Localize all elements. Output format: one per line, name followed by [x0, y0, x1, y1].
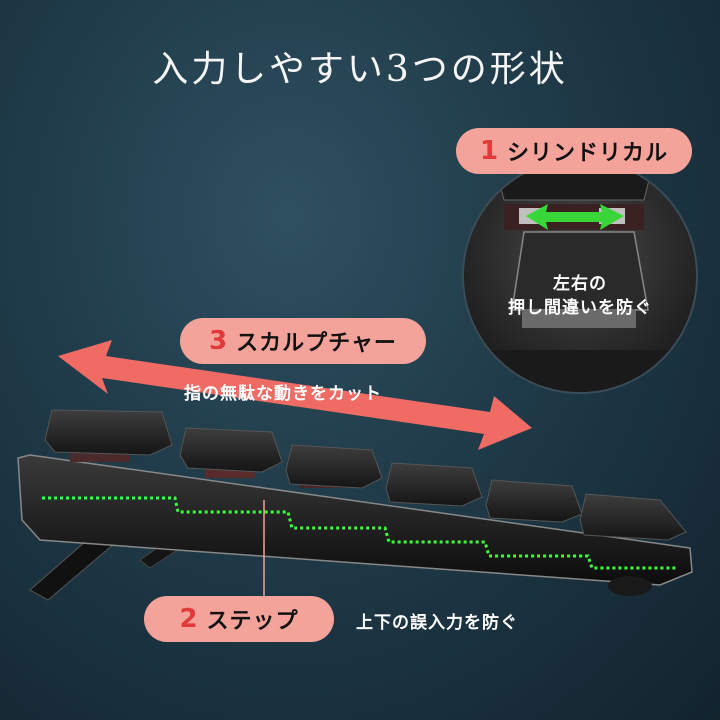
feature-2-pill: 2 ステップ: [144, 596, 334, 642]
keycap: [285, 444, 383, 489]
feature-1-number: 1: [479, 136, 500, 166]
keycap: [44, 409, 173, 456]
step-line: [42, 496, 676, 570]
keycaps: [44, 409, 687, 541]
feature-3-number: 3: [209, 326, 229, 356]
feature-2-description: 上下の誤入力を防ぐ: [356, 613, 518, 633]
keycap: [579, 493, 687, 541]
cylindrical-inset: 左右の 押し間違いを防ぐ: [462, 158, 698, 394]
page-title: 入力しやすい3つの形状: [152, 49, 568, 90]
keycap: [385, 462, 483, 507]
double-arrow-icon: [526, 204, 624, 230]
keycap: [179, 427, 283, 473]
feature-1-pill: 1 シリンドリカル: [456, 128, 692, 174]
keycap: [485, 479, 583, 523]
feature-3-pill: 3 スカルプチャー: [180, 318, 426, 364]
keyboard-base: [17, 454, 693, 586]
feature-2-number: 2: [179, 604, 199, 634]
feature-2-label: ステップ: [206, 609, 299, 634]
feature-1-label: シリンドリカル: [507, 141, 669, 166]
feature-1-description: 左右の 押し間違いを防ぐ: [508, 274, 652, 318]
sculpture-arrow: [58, 340, 532, 450]
keyboard-foot: [608, 576, 652, 596]
feature-3-label: スカルプチャー: [236, 331, 397, 356]
feature-3-description: 指の無駄な動きをカット: [184, 384, 382, 404]
